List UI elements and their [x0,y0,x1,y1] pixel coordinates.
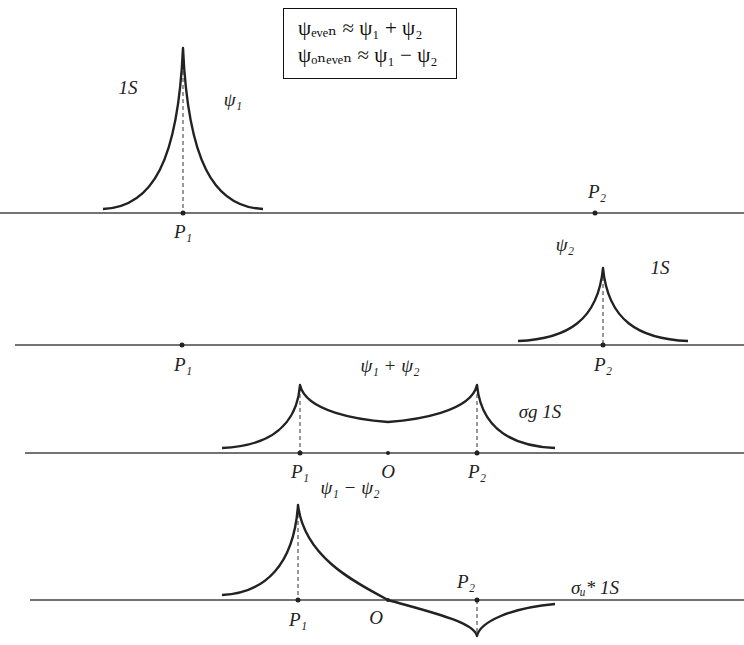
dashed-line [298,507,299,600]
nucleus-dot [181,211,186,216]
axis-label: ψ₁ + ψ₂ [360,355,419,377]
nucleus-dot [593,211,598,216]
wave-curve [222,385,555,448]
dashed-line [603,270,604,345]
nucleus-dot [601,343,606,348]
nucleus-dot [180,343,185,348]
axis-label: σg 1S [519,401,562,423]
nucleus-dot [475,451,480,456]
wave-curve [222,505,555,636]
axis-label: P₂ [457,571,475,593]
axis-label: P₁ [174,221,192,243]
axis-line [0,212,744,213]
nucleus-dot [298,451,303,456]
dashed-line [300,387,301,453]
dashed-line [477,600,478,634]
center-dot [386,451,390,455]
dashed-line [183,50,184,213]
nucleus-dot [296,598,301,603]
center-dot [386,598,390,602]
wave-curve [518,268,688,341]
axis-label: P₁ [291,461,309,483]
axis-label: ψ₂ [556,234,574,256]
axis-label: O [381,461,395,483]
axis-line [15,344,744,345]
axis-label: P₁ [289,609,307,631]
axis-label: 1S [651,257,670,279]
nucleus-dot [475,598,480,603]
formula-text: ψₑᵥₑₙ ≈ ψ₁ + ψ₂ [298,15,442,42]
axis-label: ψ₁ [224,89,242,111]
axis-line [25,452,744,453]
axis-label: P₂ [468,461,486,483]
dashed-line [477,387,478,453]
axis-label: O [369,607,383,629]
formula-box: ψₑᵥₑₙ ≈ ψ₁ + ψ₂ψₒₙₑᵥₑₙ ≈ ψ₁ − ψ₂ [283,8,457,79]
axis-label: P₂ [594,354,612,376]
axis-label: 1S [119,77,138,99]
formula-text: ψₒₙₑᵥₑₙ ≈ ψ₁ − ψ₂ [298,42,442,69]
axis-label: ψ₁ − ψ₂ [320,477,379,499]
axis-label: P₁ [174,354,192,376]
axis-label: P₂ [588,181,606,203]
wave-curve [103,48,263,209]
axis-label: σᵤ* 1S [571,577,619,599]
